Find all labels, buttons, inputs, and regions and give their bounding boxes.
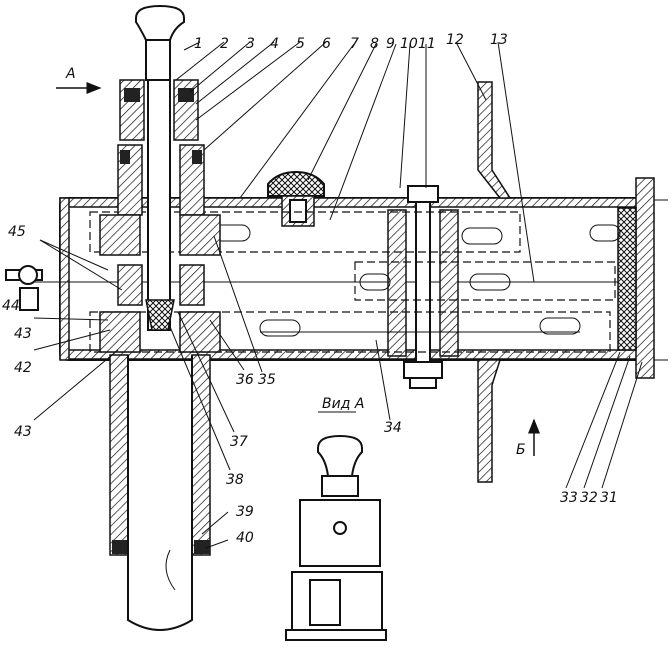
view-a-inset [285,434,387,641]
callout-42: 42 [14,360,32,376]
callout-37: 37 [230,434,248,450]
callout-6: 6 [322,36,331,52]
callout-38: 38 [226,472,244,488]
leader-lines [33,41,643,549]
callout-13: 13 [490,32,508,48]
left-rod [5,265,43,311]
callout-8: 8 [370,36,379,52]
callout-34: 34 [384,420,402,436]
callout-43-upper: 43 [14,326,32,342]
view-arrow-a-label: A [65,66,76,82]
callout-12: 12 [446,32,464,48]
callout-2: 2 [220,36,229,52]
callout-7: 7 [350,36,359,52]
callout-4: 4 [270,36,279,52]
callout-11: 11 [418,36,436,52]
callout-10: 10 [400,36,418,52]
callout-43-lower: 43 [14,424,32,440]
callout-3: 3 [246,36,255,52]
callout-44: 44 [2,298,20,314]
view-arrow-b-label: Б [516,442,526,458]
callout-32: 32 [580,490,598,506]
callout-9: 9 [386,36,395,52]
callout-40: 40 [236,530,254,546]
callout-39: 39 [236,504,254,520]
view-a-title: Вид А [322,396,364,412]
selector-shaft [99,4,221,631]
flange-plate [477,81,512,483]
callout-36: 36 [236,372,254,388]
callout-33: 33 [560,490,578,506]
breather-cap [267,170,325,227]
clamp-bolt [387,185,459,389]
callout-35: 35 [258,372,276,388]
callout-5: 5 [296,36,305,52]
callout-1: 1 [194,36,203,52]
callout-31: 31 [600,490,618,506]
right-end-cap [617,177,668,379]
callout-labels: 1 2 3 4 5 6 7 8 9 10 11 12 13 A Б Вид А … [2,32,618,546]
callout-45: 45 [8,224,26,240]
